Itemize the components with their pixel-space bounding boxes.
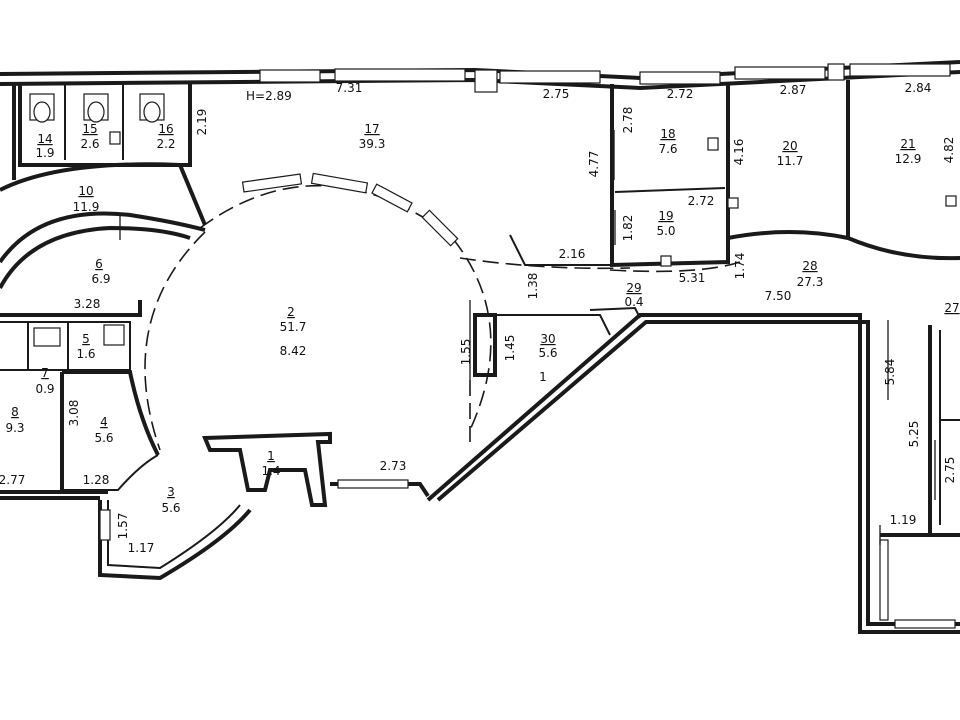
exterior-walls: [0, 60, 960, 634]
room-area: 1.6: [76, 347, 95, 361]
room-area: 1.9: [35, 146, 54, 160]
room-number: 8: [11, 405, 19, 419]
dimension-label: 2.19: [195, 109, 209, 136]
room-number: 1: [267, 449, 275, 463]
room-number: 15: [82, 122, 97, 136]
room-area: 0.4: [624, 295, 643, 309]
room-area: 5.6: [161, 501, 180, 515]
dimension-labels: 7.31 2.75 2.72 2.87 2.84 2.19 4.77 2.78 …: [0, 81, 957, 555]
dimension-label: 2.73: [380, 459, 407, 473]
room-area: 51.7: [280, 320, 307, 334]
dimension-label: 7.50: [765, 289, 792, 303]
room-number: 17: [364, 122, 379, 136]
room-number: 18: [660, 127, 675, 141]
dimension-label: 2.75: [543, 87, 570, 101]
dimension-label: 7.31: [336, 81, 363, 95]
dimension-label: 1.38: [526, 273, 540, 300]
dimension-label: 1.17: [128, 541, 155, 555]
room-area: 9.3: [5, 421, 24, 435]
dimension-label: 1.57: [116, 513, 130, 540]
dimension-label: 5.25: [907, 421, 921, 448]
room-number: 7: [41, 366, 49, 380]
dimension-label: 2.72: [688, 194, 715, 208]
dimension-label: 8.42: [280, 344, 307, 358]
room-area: 11.7: [777, 154, 804, 168]
room-area: 2.6: [80, 137, 99, 151]
interior-walls: [0, 80, 960, 537]
room-number: 21: [900, 137, 915, 151]
dimension-label: 1.55: [459, 339, 473, 366]
room-area: 0.9: [35, 382, 54, 396]
dimension-label: 1.45: [503, 335, 517, 362]
dimension-label: 1: [539, 370, 547, 384]
dimension-label: 2.77: [0, 473, 25, 487]
room-number: 14: [37, 132, 52, 146]
room-number: 5: [82, 332, 90, 346]
dimension-label: 5.84: [883, 359, 897, 386]
room-area: 7.6: [658, 142, 677, 156]
room-number: 2: [287, 305, 295, 319]
dimension-label: 3.08: [67, 400, 81, 427]
room-labels: 1 1.4 2 51.7 3 5.6 4 5.6 5 1.6 6 6.9 7 0…: [5, 122, 959, 515]
dimension-label: 4.82: [942, 137, 956, 164]
room-area: 5.6: [538, 346, 557, 360]
dimension-label: 2.75: [943, 457, 957, 484]
room-number: 27: [944, 301, 959, 315]
dimension-label: 5.31: [679, 271, 706, 285]
dimension-label: 2.16: [559, 247, 586, 261]
ceiling-height-label: H=2.89: [246, 89, 292, 103]
open-boundaries: [144, 172, 741, 451]
room-area: 6.9: [91, 272, 110, 286]
room-number: 6: [95, 257, 103, 271]
room-area: 12.9: [895, 152, 922, 166]
room-number: 20: [782, 139, 797, 153]
room-number: 16: [158, 122, 173, 136]
room-area: 27.3: [797, 275, 824, 289]
dimension-label: 1.82: [621, 215, 635, 242]
dimension-label: 2.84: [905, 81, 932, 95]
room-number: 30: [540, 332, 555, 346]
dimension-label: 2.87: [780, 83, 807, 97]
dimension-label: 1.28: [83, 473, 110, 487]
room-number: 3: [167, 485, 175, 499]
dimension-label: 4.77: [587, 151, 601, 178]
dimension-lines: [119, 130, 936, 545]
dimension-label: 3.28: [74, 297, 101, 311]
room-area: 1.4: [261, 464, 280, 478]
room-number: 28: [802, 259, 817, 273]
dimension-label: 2.78: [621, 107, 635, 134]
dimension-label: 1.19: [890, 513, 917, 527]
room-area: 5.0: [656, 224, 675, 238]
room-number: 10: [78, 184, 93, 198]
dimension-label: 1.74: [733, 253, 747, 280]
room-number: 29: [626, 281, 641, 295]
room-number: 4: [100, 415, 108, 429]
room-area: 11.9: [73, 200, 100, 214]
dimension-label: 2.72: [667, 87, 694, 101]
dimension-label: 4.16: [732, 139, 746, 166]
room-area: 2.2: [156, 137, 175, 151]
room-area: 39.3: [359, 137, 386, 151]
room-number: 19: [658, 209, 673, 223]
room-area: 5.6: [94, 431, 113, 445]
